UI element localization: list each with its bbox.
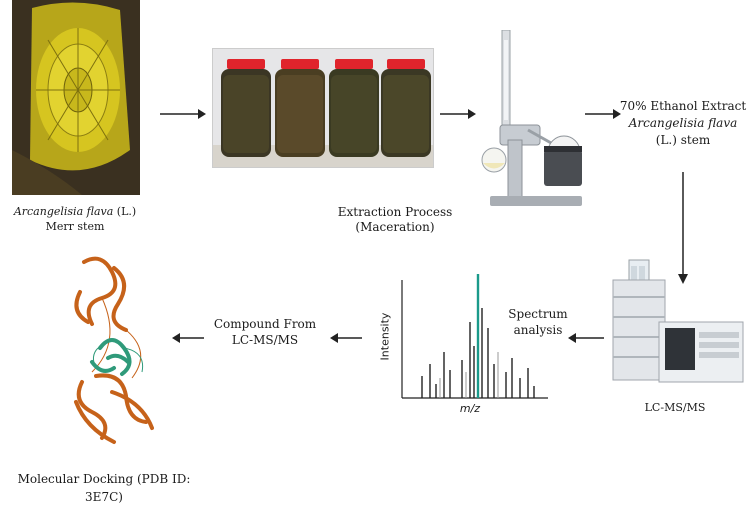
ethanol-extract-label: 70% Ethanol Extract Arcangelisia flava (… [618,98,748,149]
maceration-jars-image [212,48,434,168]
rotary-evaporator-image [478,30,588,212]
arrow-6 [330,333,362,343]
spectrum-line2: analysis [513,323,563,337]
stem-species: Arcangelisia flava [13,205,114,218]
arrow-7 [172,333,204,343]
spectrum-ylabel: Intensity [378,312,392,361]
lcmsms-caption: LC-MS/MS [644,401,706,414]
compound-line1: Compound From [213,317,317,331]
arrow-4 [678,172,688,284]
docking-caption: Molecular Docking (PDB ID: 3E7C) [4,470,204,506]
spectrum-xlabel: m/z [459,402,481,415]
extraction-caption: Extraction Process (Maceration) [337,205,453,234]
arrow-5 [568,333,604,343]
docking-line1: Molecular Docking (PDB ID: [17,472,191,486]
ethanol-species: Arcangelisia flava [628,116,738,130]
spectrum-analysis-caption: Spectrum analysis [498,306,578,338]
ethanol-line3: (L.) stem [655,133,711,147]
docking-line2: 3E7C) [85,490,123,504]
arrow-1 [160,109,206,119]
protein-docking-image [62,252,172,452]
arrow-3 [585,109,621,119]
stem-caption: Arcangelisia flava (L.) Merr stem [10,204,140,234]
compound-label: Compound From LC-MS/MS [210,316,320,348]
spectrum-line1: Spectrum [508,307,568,321]
mass-spectrum [378,268,553,423]
stem-line2: Merr stem [45,220,105,233]
stem-suffix: (L.) [113,205,137,218]
stem-cross-section-image [12,0,140,195]
ethanol-line1: 70% Ethanol Extract [619,99,747,113]
arrow-2 [440,109,476,119]
compound-line2: LC-MS/MS [231,333,299,347]
lcmsms-instrument-image [605,256,747,390]
